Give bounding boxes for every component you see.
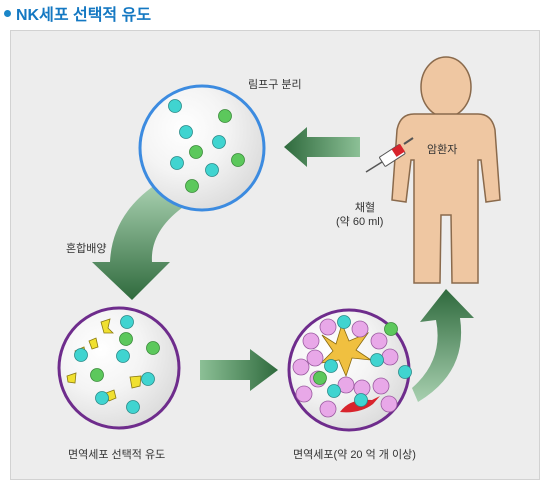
nk-cell bbox=[231, 153, 245, 167]
nk-cell bbox=[205, 163, 219, 177]
nk-cell bbox=[212, 135, 226, 149]
nk-cell bbox=[168, 99, 182, 113]
bullet-icon bbox=[4, 9, 11, 17]
nk-cell bbox=[179, 125, 193, 139]
flow-arrow-right bbox=[200, 349, 278, 391]
label-mixed-culture: 혼합배양 bbox=[66, 243, 107, 255]
immune-cells-circle bbox=[287, 308, 412, 432]
syringe-icon bbox=[365, 137, 414, 173]
selective-induction-circle bbox=[57, 306, 181, 430]
nk-cell bbox=[189, 145, 203, 159]
label-selective-induction: 면역세포 선택적 유도 bbox=[68, 449, 166, 461]
page-title-text: NK세포 선택적 유도 bbox=[16, 7, 152, 24]
nk-cell bbox=[185, 179, 199, 193]
nk-cell bbox=[218, 109, 232, 123]
flow-arrow-down bbox=[92, 185, 186, 300]
label-blood-collection: 채혈 bbox=[354, 202, 376, 214]
flow-arrow-up bbox=[412, 289, 474, 402]
cancer-patient-figure bbox=[391, 56, 501, 284]
label-lymphocyte-separation: 림프구 분리 bbox=[248, 79, 302, 91]
label-immune-cells: 면역세포(약 20 억 개 이상) bbox=[293, 449, 416, 461]
lymphocyte-circle bbox=[138, 84, 266, 212]
label-blood-volume: (약 60 ml) bbox=[336, 216, 384, 228]
page-title: NK세포 선택적 유도 bbox=[4, 2, 151, 24]
label-cancer-patient: 암환자 bbox=[427, 144, 458, 156]
flow-arrow-left bbox=[284, 127, 360, 167]
nk-cell bbox=[170, 156, 184, 170]
